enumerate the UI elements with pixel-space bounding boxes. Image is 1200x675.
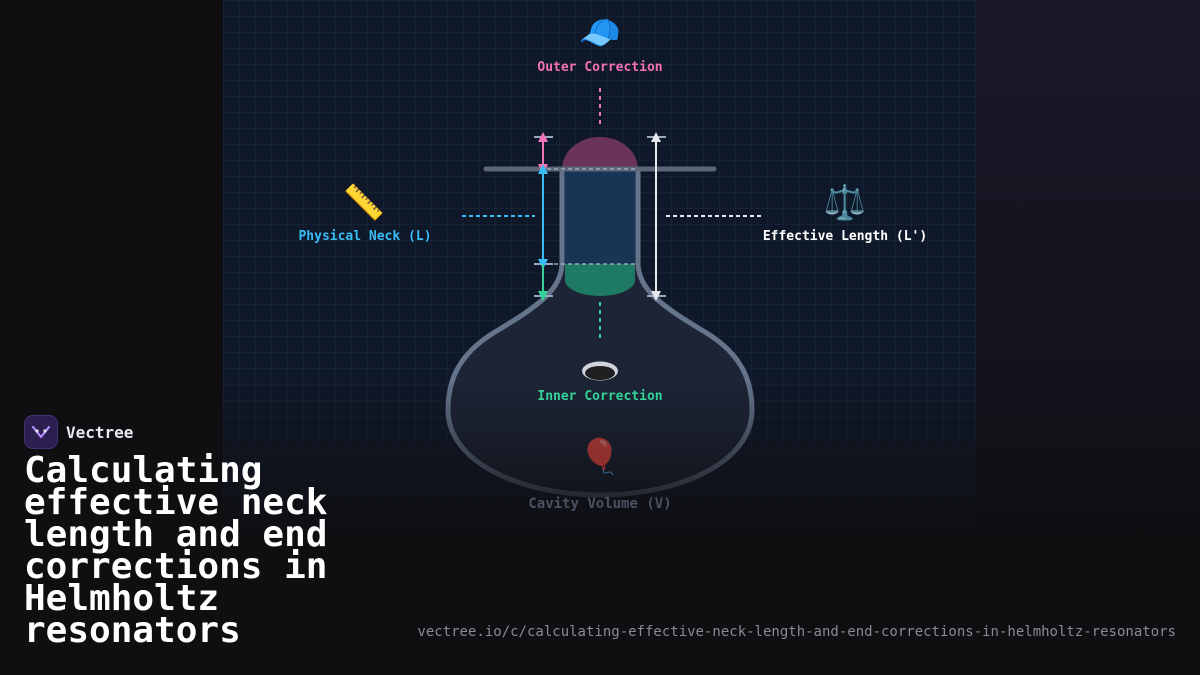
scales-icon: ⚖️ [823,183,867,223]
effective-length-label: Effective Length (L') [762,229,928,244]
outer-correction-region [562,137,638,169]
inner-correction-region [565,264,635,296]
cap-icon: 🧢 [578,13,622,53]
page-title: Calculating effective neck length and en… [24,450,328,651]
ruler-icon: 📏 [342,183,386,223]
brand-name: Vectree [66,422,134,442]
brand: Vectree [24,415,133,449]
hole-icon [582,361,618,381]
outer-correction-label: Outer Correction [537,60,663,75]
inner-correction-label: Inner Correction [537,389,663,404]
page-url[interactable]: vectree.io/c/calculating-effective-neck-… [417,624,1176,640]
neck-region [565,170,635,264]
vectree-logo-icon [24,415,58,449]
cavity-volume-label: Cavity Volume (V) [528,496,672,512]
physical-neck-label: Physical Neck (L) [298,229,432,244]
balloon-icon: 🎈 [578,437,622,477]
